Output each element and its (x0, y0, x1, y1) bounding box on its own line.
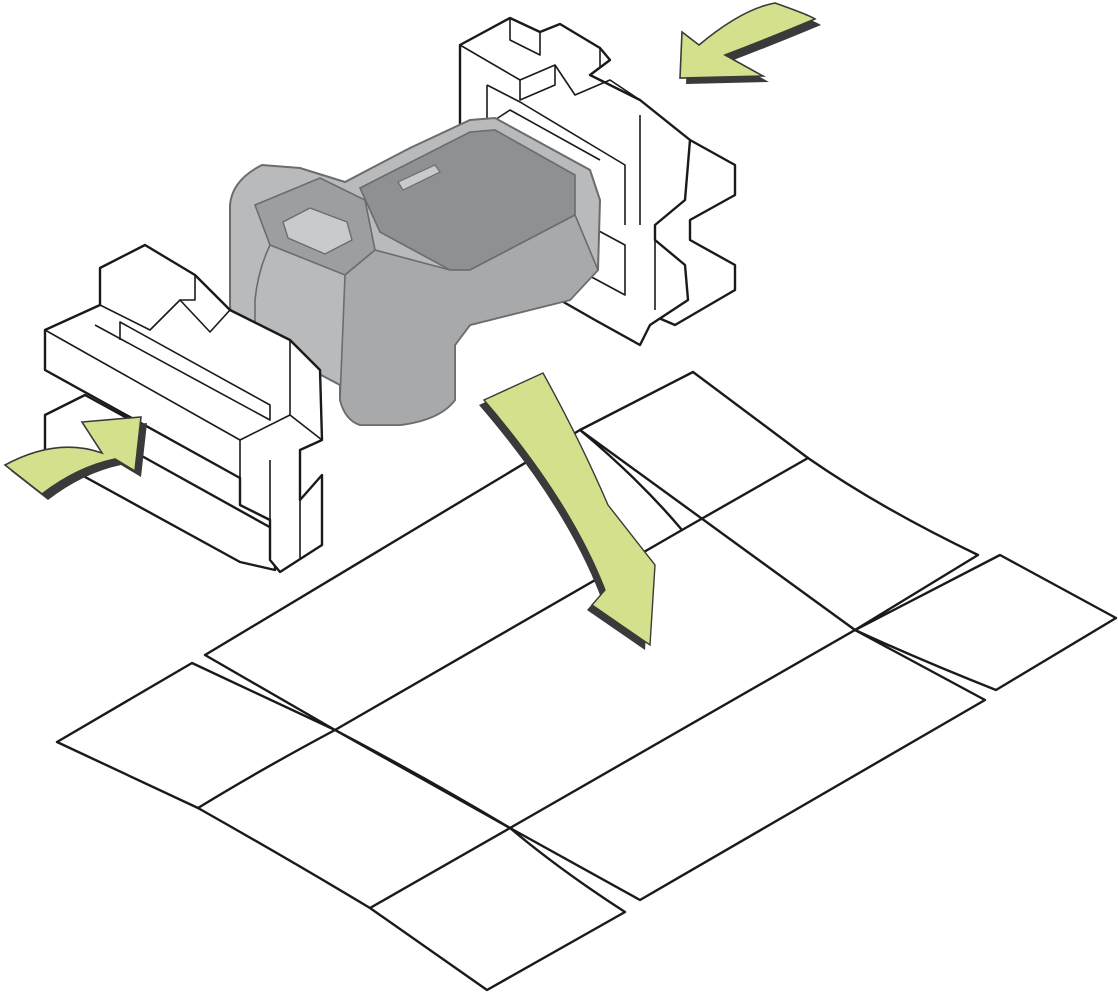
box-flap-left (57, 663, 335, 808)
box-flap-bottom (370, 828, 625, 990)
box-fold-line-long (510, 630, 855, 828)
curved-arrow-left-icon (680, 3, 821, 84)
box-flap-bottom-left (198, 730, 510, 908)
box-flap-right (855, 555, 1116, 690)
curved-arrow-down-icon (479, 373, 655, 650)
